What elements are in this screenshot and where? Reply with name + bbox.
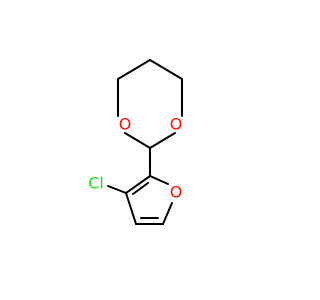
oxygen-atom-furan: O	[170, 183, 183, 202]
bond-c3-cl	[107, 185, 127, 194]
bond-c2-o-left	[124, 132, 151, 149]
structure-canvas: O O O Cl	[88, 59, 183, 225]
chlorine-atom: Cl	[88, 174, 104, 193]
bond-furan-c3-c2	[125, 175, 151, 194]
bond-o-c2-right	[149, 132, 176, 149]
bond-furan-c2-o	[149, 175, 169, 185]
bond-c-c-ring-left	[117, 59, 151, 80]
bond-c-c-ring-top	[149, 59, 183, 80]
bond-furan-c3-c2-inner	[132, 182, 149, 195]
bond-furan-o-c5	[162, 202, 173, 225]
bond-furan-c4-c3	[125, 192, 137, 225]
oxygen-atom-left: O	[119, 115, 132, 134]
oxygen-atom-right: O	[170, 115, 183, 134]
